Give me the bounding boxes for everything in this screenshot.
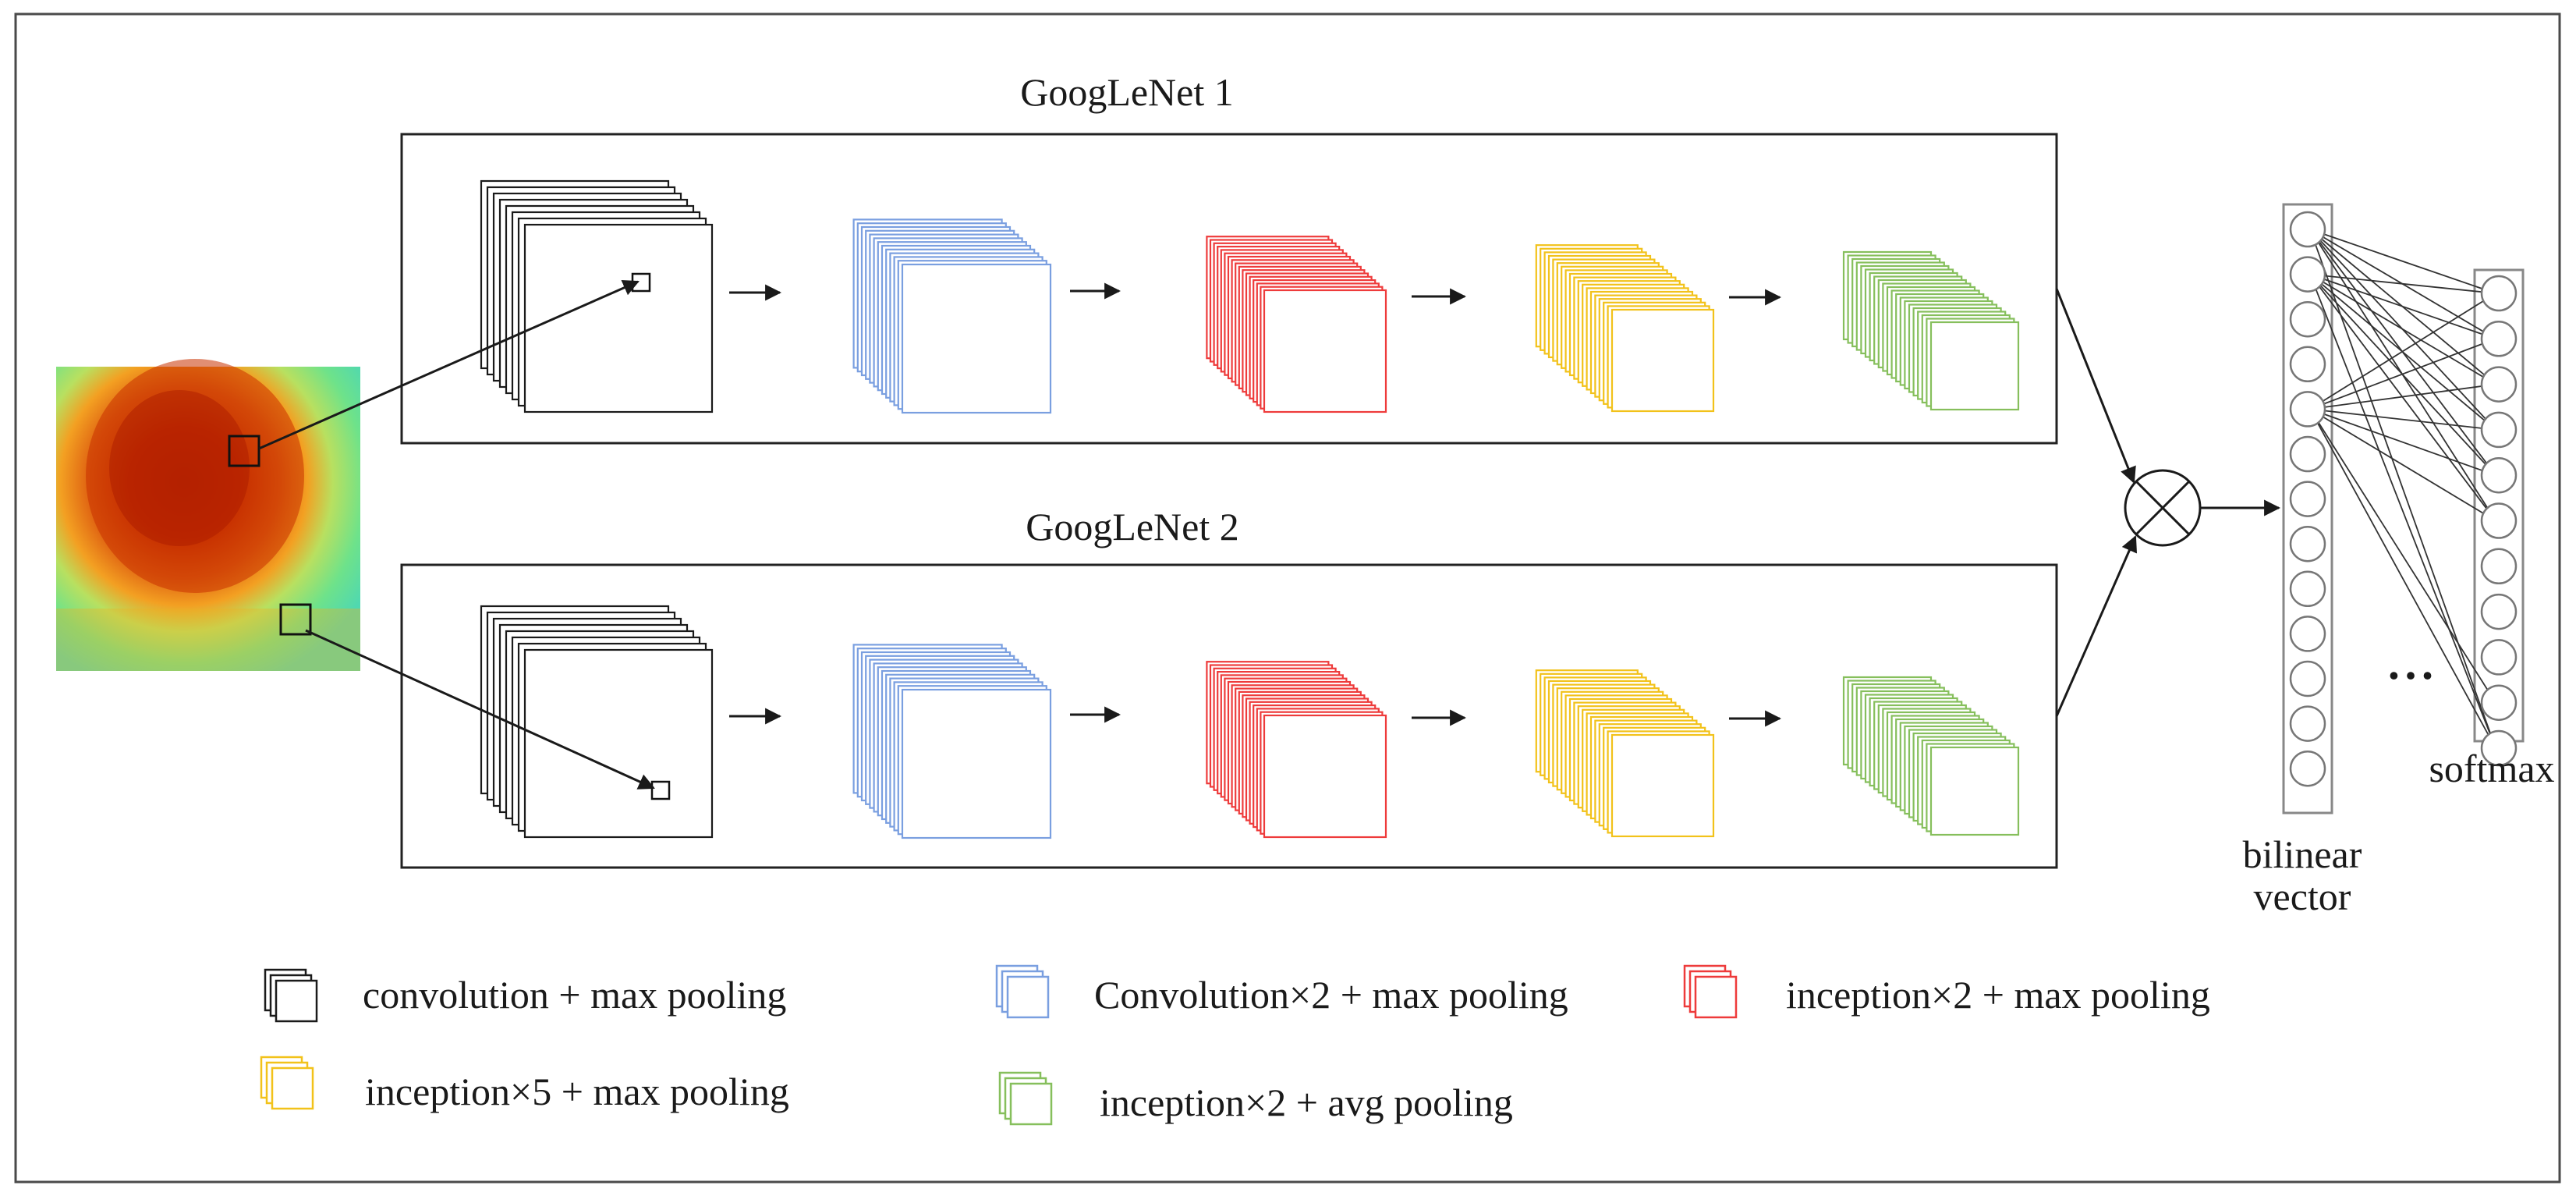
- feature-map-layer: [1929, 321, 2020, 411]
- softmax-node: [2480, 366, 2518, 403]
- fc-connection: [2309, 338, 2496, 410]
- softmax-node: [2480, 411, 2518, 449]
- outer-product-icon: [2124, 469, 2202, 547]
- feature-map-layer: [901, 688, 1052, 839]
- fc-connection: [2309, 408, 2496, 431]
- feature-map-layer: [1610, 308, 1715, 413]
- softmax-node: [2480, 502, 2518, 539]
- fc-connection: [2309, 408, 2496, 749]
- legend-icon-conv2: [995, 964, 1050, 1019]
- feature-map-layer: [1610, 733, 1715, 838]
- branch-title-2: GoogLeNet 2: [1026, 505, 1239, 548]
- bilinear-node: [2289, 750, 2326, 787]
- vector-label: vector: [2254, 875, 2351, 918]
- receptive-field-square: [650, 780, 671, 800]
- feature-map-layer: [1929, 746, 2020, 836]
- feature-stack-incep5-1: [1535, 244, 1715, 413]
- bilinear-node: [2289, 660, 2326, 697]
- fc-connection: [2309, 229, 2496, 294]
- feature-stack-conv2-2: [852, 644, 1052, 839]
- feature-stack-incep5-2: [1535, 669, 1715, 838]
- legend-icon-incep2: [1683, 964, 1738, 1019]
- feature-stack-avg-2: [1842, 676, 2020, 836]
- patch-arrow-1: [258, 280, 640, 450]
- bilinear-node: [2289, 391, 2326, 428]
- feature-stack-incep2-1: [1206, 236, 1387, 413]
- bilinear-node: [2289, 300, 2326, 338]
- bilinear-node: [2289, 256, 2326, 293]
- softmax-label: softmax: [2429, 747, 2554, 790]
- heatmap-input-image: [56, 359, 360, 671]
- softmax-node: [2480, 593, 2518, 630]
- figure-frame: [14, 12, 2561, 1184]
- feature-map-layer: [901, 263, 1052, 414]
- legend-label-incep2: inception×2 + max pooling: [1786, 973, 2210, 1017]
- feature-map-layer: [1263, 289, 1387, 413]
- fc-connection: [2309, 293, 2496, 410]
- softmax-node: [2480, 321, 2518, 357]
- branch2-to-fusion-arrow: [2055, 535, 2138, 717]
- bilinear-node: [2289, 525, 2326, 563]
- feature-stack-conv2-1: [852, 218, 1052, 414]
- fc-connection: [2309, 408, 2496, 522]
- bilinear-node: [2289, 481, 2326, 517]
- softmax-node: [2480, 639, 2518, 676]
- bilinear-label: bilinear: [2243, 832, 2362, 876]
- fc-connection: [2309, 408, 2496, 477]
- legend-icon-avg: [998, 1071, 1053, 1126]
- bilinear-node: [2289, 616, 2326, 652]
- fc-connection: [2309, 408, 2496, 704]
- bilinear-vector-column: [2282, 203, 2333, 814]
- softmax-node: [2480, 684, 2518, 721]
- patch-arrow-2: [305, 629, 655, 790]
- patch-marker-2: [279, 603, 312, 636]
- bilinear-node: [2289, 570, 2326, 608]
- fc-connection: [2309, 229, 2496, 749]
- legend-label-avg: inception×2 + avg pooling: [1100, 1081, 1513, 1124]
- feature-stack-conv-2: [480, 605, 714, 839]
- softmax-node: [2480, 275, 2518, 312]
- legend-label-conv2: Convolution×2 + max pooling: [1094, 973, 1568, 1017]
- legend-icon-conv: [264, 968, 318, 1023]
- feature-stack-incep2-2: [1206, 661, 1387, 839]
- bilinear-node: [2289, 346, 2326, 383]
- fc-connection: [2309, 273, 2496, 476]
- fc-connection: [2309, 383, 2496, 410]
- legend-icon-incep5: [260, 1056, 314, 1110]
- legend-label-conv: convolution + max pooling: [363, 973, 786, 1017]
- fc-connection: [2309, 273, 2496, 340]
- fc-connection: [2309, 274, 2496, 749]
- feature-stack-conv-1: [480, 179, 714, 413]
- branch-title-1: GoogLeNet 1: [1020, 70, 1234, 114]
- fc-connection: [2309, 273, 2496, 294]
- softmax-node: [2480, 456, 2518, 494]
- legend-label-incep5: inception×5 + max pooling: [365, 1070, 789, 1113]
- ellipsis: • • •: [2389, 660, 2432, 691]
- branch1-to-fusion-arrow: [2055, 288, 2136, 484]
- bilinear-node: [2289, 705, 2326, 742]
- patch-marker-1: [228, 435, 260, 467]
- softmax-node: [2480, 729, 2518, 767]
- softmax-node: [2480, 548, 2518, 585]
- bilinear-node: [2289, 211, 2326, 248]
- fc-connection: [2309, 273, 2496, 385]
- feature-stack-avg-1: [1842, 250, 2020, 411]
- bilinear-node: [2289, 435, 2326, 473]
- feature-map-layer: [1263, 714, 1387, 839]
